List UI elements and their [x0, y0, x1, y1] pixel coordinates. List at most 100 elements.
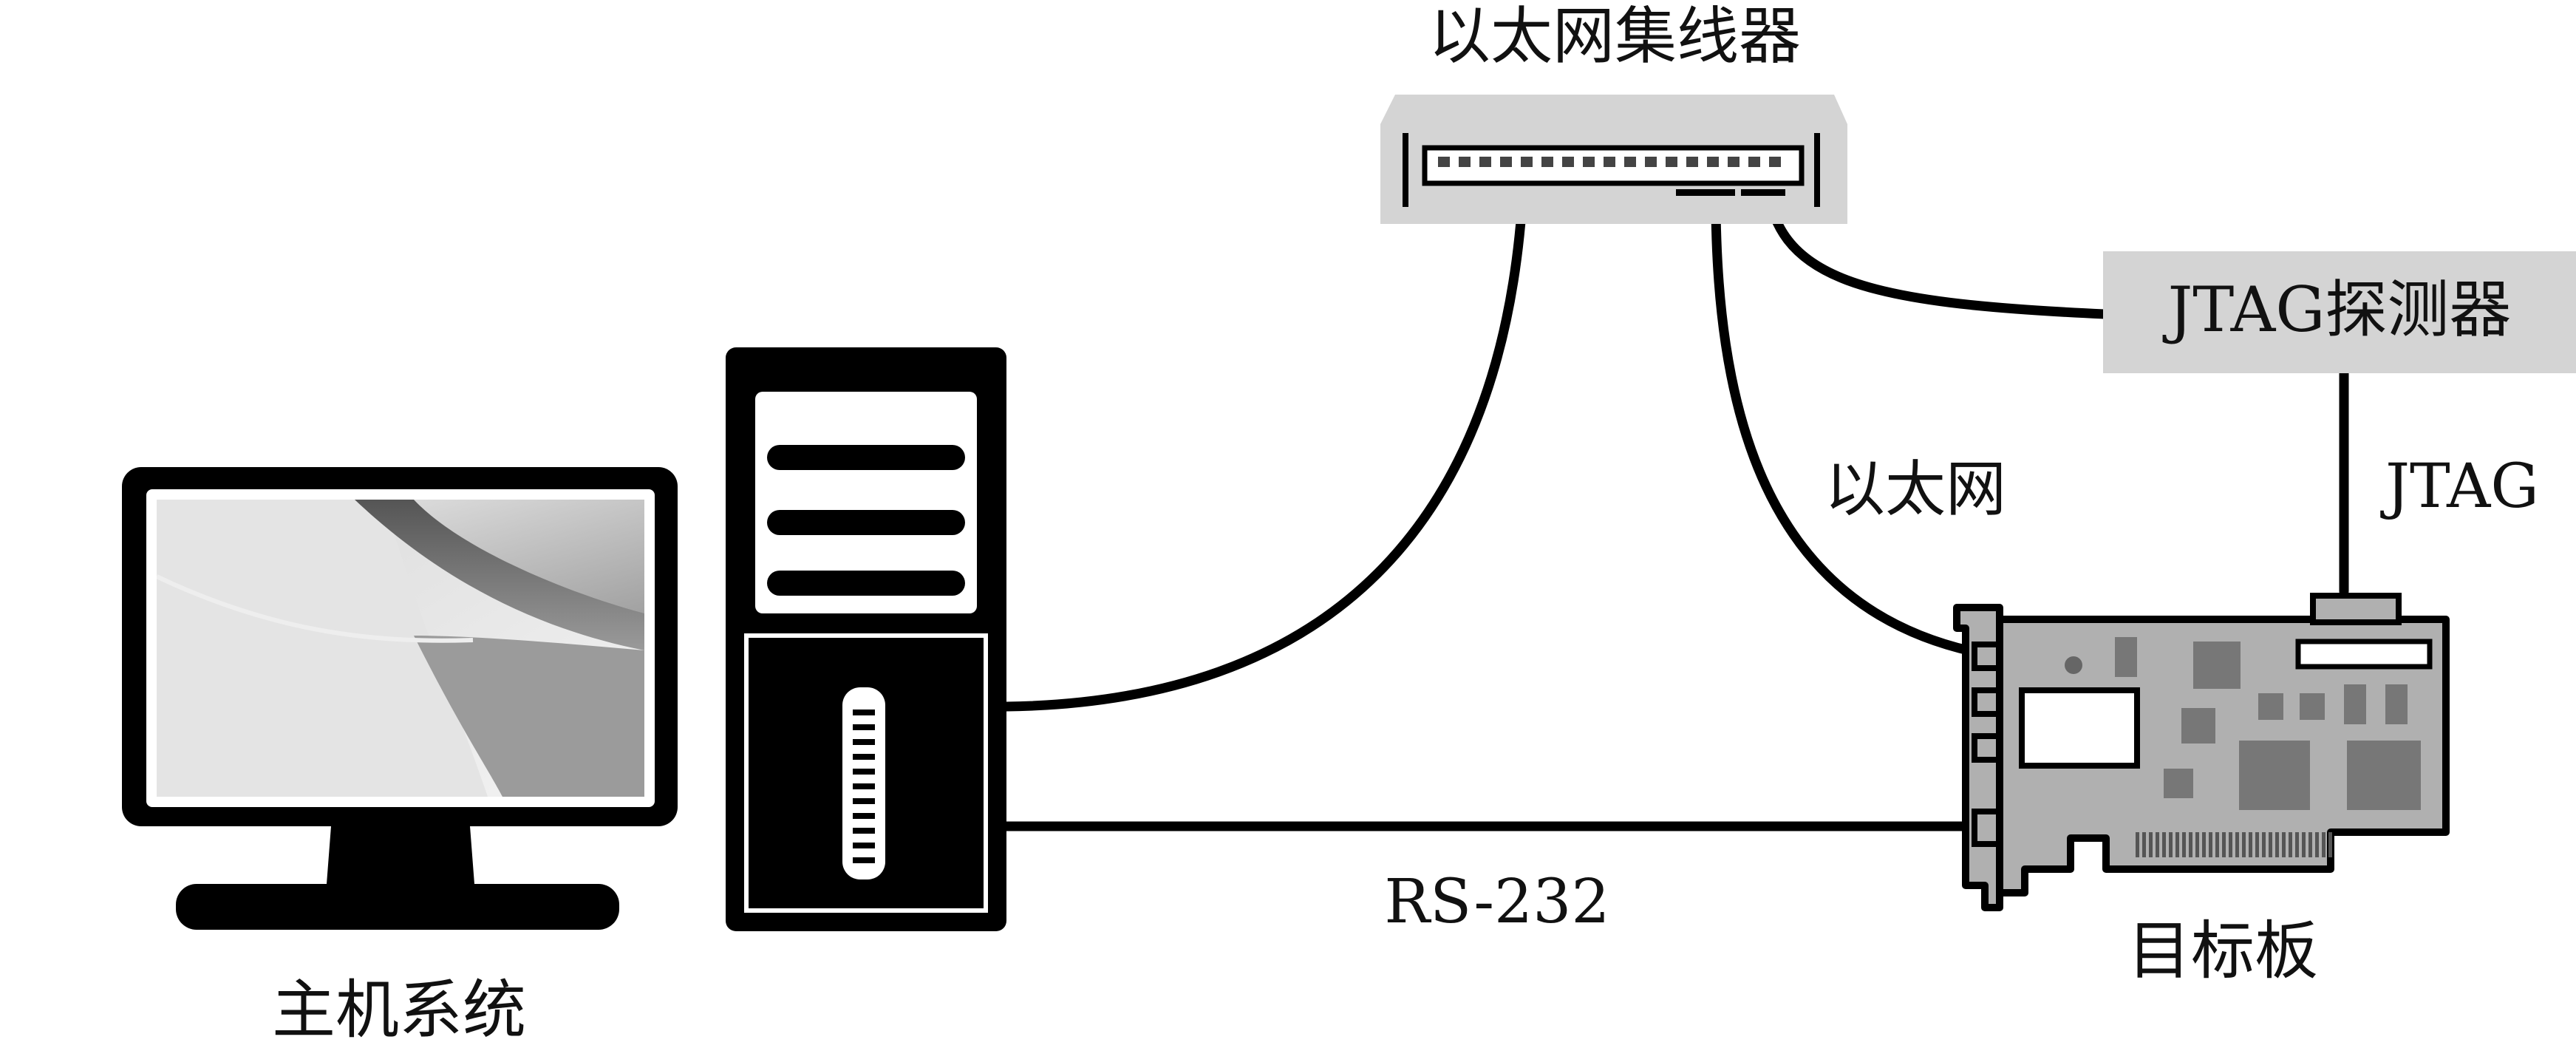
- hub-front-divider-right: [1814, 133, 1820, 207]
- board-chip-6: [2344, 684, 2366, 724]
- edge-pin: [2269, 832, 2272, 857]
- tower-lower-frame: [744, 633, 988, 913]
- vent-slot: [853, 828, 875, 834]
- hub-port: [1500, 157, 1512, 167]
- board-chip-8: [2239, 741, 2310, 810]
- hub-port: [1541, 157, 1553, 167]
- board-chip-9: [2347, 741, 2421, 810]
- edge-pin: [2169, 832, 2173, 857]
- edge-pin: [2275, 832, 2279, 857]
- board-chip-2: [2193, 642, 2241, 689]
- hub-port: [1666, 157, 1677, 167]
- jtag-probe-label: JTAG探测器: [2162, 273, 2512, 346]
- vent-slot: [853, 769, 875, 775]
- circuit-board-icon: [1953, 593, 2450, 911]
- hub-port: [1479, 157, 1491, 167]
- edge-pin: [2175, 832, 2179, 857]
- hub-port: [1438, 157, 1450, 167]
- jtag-probe-box: [2103, 251, 2576, 373]
- pc-tower-icon: [726, 347, 1006, 931]
- hub-port: [1624, 157, 1636, 167]
- edge-pin: [2289, 832, 2292, 857]
- target-board-label: 目标板: [2127, 914, 2318, 988]
- board-chip-10: [2164, 769, 2193, 798]
- drive-bay-3: [767, 571, 965, 596]
- jtag-probe: JTAG探测器: [2103, 251, 2576, 373]
- edge-pin: [2149, 832, 2153, 857]
- hub-port: [1583, 157, 1595, 167]
- hub-port-row: [1438, 157, 1781, 167]
- hub-port: [1645, 157, 1657, 167]
- hub-port: [1748, 157, 1760, 167]
- edge-pin: [2242, 832, 2246, 857]
- edge-pin: [2315, 832, 2319, 857]
- vent-slot: [853, 798, 875, 804]
- hub-top-face: [1380, 95, 1847, 124]
- board-chip-7: [2385, 684, 2408, 724]
- vent-slot: [853, 724, 875, 730]
- edge-pin: [2215, 832, 2219, 857]
- edge-pin: [2235, 832, 2239, 857]
- board-chip-main: [2019, 687, 2140, 769]
- hub-port: [1707, 157, 1719, 167]
- ethernet-link-label: 以太网: [1824, 455, 2006, 525]
- jtag-header: [2310, 593, 2402, 625]
- edge-pin: [2202, 832, 2206, 857]
- hub-port: [1728, 157, 1740, 167]
- board-led: [2065, 656, 2082, 674]
- edge-pin: [2262, 832, 2266, 857]
- edge-pin: [2249, 832, 2252, 857]
- edge-pin: [2195, 832, 2199, 857]
- edge-pin: [2156, 832, 2159, 857]
- hub-led-strip-2: [1741, 189, 1785, 196]
- edge-pin: [2209, 832, 2212, 857]
- host-system-label: 主机系统: [272, 973, 526, 1044]
- edge-pin: [2295, 832, 2299, 857]
- drive-bay-2: [767, 510, 965, 535]
- edge-pin: [2142, 832, 2146, 857]
- hub-port: [1686, 157, 1698, 167]
- edge-pin: [2308, 832, 2312, 857]
- rs232-link-label: RS-232: [1384, 867, 1609, 937]
- board-edge-connector: [2136, 832, 2332, 857]
- hub-port: [1459, 157, 1471, 167]
- hub-port: [1521, 157, 1533, 167]
- hub-label: 以太网集线器: [1428, 0, 1801, 72]
- board-cap-1: [2115, 637, 2137, 677]
- hub-led-strip: [1676, 189, 1735, 196]
- edge-pin: [2322, 832, 2325, 857]
- monitor-neck: [327, 826, 474, 884]
- ethernet-cable-target: [1711, 171, 1980, 657]
- edge-pin: [2222, 832, 2226, 857]
- board-port-2: [1972, 687, 2003, 717]
- edge-pin: [2302, 832, 2306, 857]
- edge-pin: [2282, 832, 2286, 857]
- edge-pin: [2182, 832, 2186, 857]
- hub-port: [1604, 157, 1615, 167]
- board-chip-5: [2300, 693, 2325, 720]
- vent-slot: [853, 710, 875, 715]
- board-slot-display: [2295, 639, 2433, 670]
- monitor-screen: [157, 500, 644, 797]
- ethernet-cable-host: [1001, 172, 1529, 712]
- edge-pin: [2136, 832, 2139, 857]
- edge-pin: [2189, 832, 2192, 857]
- edge-pin: [2229, 832, 2232, 857]
- hub-port: [1769, 157, 1781, 167]
- hub-front-divider: [1403, 133, 1408, 207]
- vent-slot: [853, 739, 875, 745]
- board-port-1: [1972, 642, 2003, 671]
- vent-slot: [853, 813, 875, 819]
- ethernet-hub: 以太网集线器: [1380, 0, 1847, 224]
- tower-vent-slots: [853, 710, 875, 863]
- edge-pin: [2328, 832, 2332, 857]
- monitor-icon: [122, 467, 678, 930]
- vent-slot: [853, 857, 875, 863]
- board-port-4: [1972, 809, 2003, 847]
- board-chip-3: [2181, 708, 2215, 744]
- edge-pin: [2255, 832, 2259, 857]
- edge-pin: [2162, 832, 2166, 857]
- vent-slot: [853, 783, 875, 789]
